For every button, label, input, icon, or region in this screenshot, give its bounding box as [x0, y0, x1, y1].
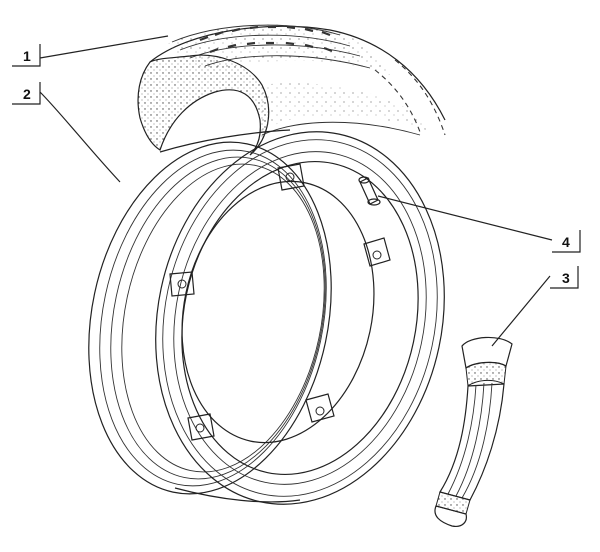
tire-dashed-edge-2 — [374, 69, 421, 133]
lug — [363, 237, 391, 267]
callout-1: 1 — [12, 35, 169, 67]
rim-front-flange-inner — [162, 139, 438, 497]
callout-4-leader — [377, 195, 581, 253]
flap-rib — [447, 384, 477, 495]
mounting-lugs — [169, 163, 391, 441]
tread-line — [189, 44, 361, 59]
lug — [305, 393, 335, 423]
tread-lugs — [199, 25, 333, 54]
flap-bottom-loop — [434, 505, 467, 527]
valve-cap — [358, 176, 370, 184]
callout-3: 3 — [491, 266, 579, 347]
callout-1-leader — [12, 35, 169, 67]
callout-4-label: 4 — [562, 234, 570, 250]
rim-front-well — [173, 151, 427, 485]
rim-flap — [434, 336, 513, 527]
callout-1-label: 1 — [23, 48, 31, 64]
tire — [137, 24, 446, 156]
rim-front-flange-outer — [155, 131, 445, 505]
callout-3-leader — [491, 266, 579, 347]
tread-line — [179, 34, 351, 51]
flap-body — [439, 383, 505, 501]
rim-back-flange-outer — [88, 141, 332, 495]
callout-2: 2 — [12, 82, 121, 183]
rim-disc-edge — [181, 160, 419, 476]
rim-back-flange-inner — [99, 149, 327, 487]
tire-sidewall — [262, 83, 432, 132]
rim-barrel-bottom — [174, 487, 301, 503]
callout-3-label: 3 — [562, 270, 570, 286]
tread-line — [171, 24, 341, 43]
tire-cross-section — [137, 54, 270, 156]
callout-2-label: 2 — [23, 86, 31, 102]
flap-top-band — [465, 361, 507, 387]
sidewall-line — [261, 121, 421, 136]
lug — [187, 413, 215, 441]
rim — [88, 129, 445, 505]
flap-rib — [455, 382, 485, 497]
tire-dashed-edge-1 — [394, 59, 446, 136]
lug — [277, 163, 305, 191]
lug — [169, 271, 195, 297]
callout-2-leader — [12, 82, 121, 183]
flap-rib — [461, 382, 493, 499]
valve — [358, 176, 381, 206]
callout-4: 4 — [377, 195, 581, 253]
rim-back-groove-1 — [110, 156, 326, 480]
rim-back-groove-2 — [121, 163, 325, 473]
rim-barrel-top — [159, 129, 291, 153]
rim-centre-hole — [181, 180, 375, 444]
valve-base — [367, 198, 381, 206]
